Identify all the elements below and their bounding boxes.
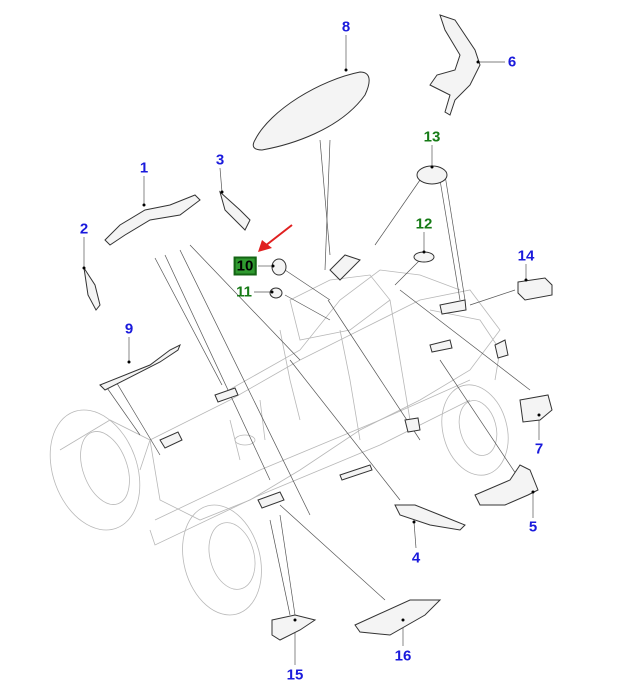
part-2-bracket (83, 267, 101, 311)
part-5-shield (474, 464, 539, 506)
part-15-plate (271, 614, 317, 641)
part-3-bracket (219, 190, 251, 231)
callout-9[interactable]: 9 (124, 320, 134, 338)
callout-5[interactable]: 5 (528, 518, 538, 536)
callout-6[interactable]: 6 (507, 53, 517, 71)
part-8-seal-ring (252, 71, 370, 151)
part-14-cap (517, 277, 553, 301)
part-7-bracket (519, 394, 553, 423)
part-11-plug (269, 287, 283, 299)
parts (83, 14, 553, 641)
part-16-tray (354, 599, 442, 636)
leader-lines (83, 35, 540, 665)
callout-15[interactable]: 15 (286, 666, 304, 684)
callout-16[interactable]: 16 (394, 647, 412, 665)
part-13-grommet (416, 165, 448, 185)
anchor-dots (82, 60, 541, 622)
part-9-rod (99, 343, 181, 391)
callout-7[interactable]: 7 (534, 440, 544, 458)
vehicle-underbody (49, 269, 509, 616)
rear-wheel (49, 409, 141, 531)
callout-1[interactable]: 1 (139, 159, 149, 177)
callout-14[interactable]: 14 (517, 247, 535, 265)
part-4-panel (394, 504, 466, 531)
highlight-arrow (258, 224, 293, 252)
callout-12[interactable]: 12 (415, 215, 433, 233)
callout-13[interactable]: 13 (423, 128, 441, 146)
callout-8[interactable]: 8 (341, 18, 351, 36)
part-1-bracket (104, 194, 201, 246)
callout-4[interactable]: 4 (411, 549, 421, 567)
right-wheel (441, 384, 509, 476)
callout-3[interactable]: 3 (215, 151, 225, 169)
front-wheel (182, 504, 262, 616)
callout-11[interactable]: 11 (236, 283, 252, 301)
callout-2[interactable]: 2 (79, 220, 89, 238)
part-6-duct (429, 14, 481, 116)
callout-10[interactable]: 10 (233, 256, 257, 276)
